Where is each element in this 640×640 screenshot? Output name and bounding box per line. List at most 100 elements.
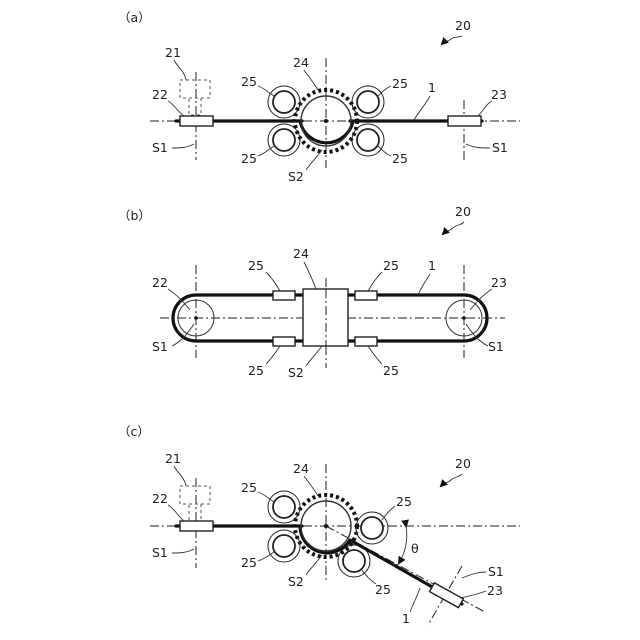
- panel-b-roller-label-tr: 25: [383, 258, 399, 273]
- panel-c: （c） 20 θ 21: [118, 424, 520, 626]
- panel-a-roller-leader-tl: [258, 86, 274, 96]
- panel-a-belt-label: 1: [428, 80, 436, 95]
- panel-b-left-pulley-center: [194, 316, 198, 320]
- panel-c-angle-label: θ: [411, 541, 419, 556]
- panel-b-roller-label-tl: 25: [248, 258, 264, 273]
- panel-a-left-holder-leader: [168, 101, 184, 116]
- panel-a-device-arrow: [442, 36, 462, 44]
- panel-a-roller-top-right: [357, 91, 379, 113]
- panel-a-right-axis-leader: [466, 144, 490, 148]
- panel-a-left-holder-label: 22: [152, 87, 168, 102]
- panel-b-roller-label-bl: 25: [248, 363, 264, 378]
- panel-b-roller-label-br: 25: [383, 363, 399, 378]
- panel-a-left-holder: [180, 116, 213, 126]
- panel-a-drum-leader: [304, 70, 318, 90]
- panel-b-left-axis-label: S1: [152, 339, 168, 354]
- panel-a-roller-bottom-right: [357, 129, 379, 151]
- panel-c-roller-leader-br: [362, 570, 376, 584]
- panel-a-right-holder: [448, 116, 481, 126]
- panel-b-roller-leader-br: [368, 346, 382, 364]
- panel-c-roller-bottom-right: [343, 550, 365, 572]
- panel-a-drum-axis-label: S2: [288, 169, 304, 184]
- panel-c-belt-label: 1: [402, 611, 410, 626]
- panel-c-belt-leader: [410, 588, 420, 612]
- panel-c-belt-wrap: [300, 526, 350, 553]
- panel-c-roller-bottom-left: [273, 535, 295, 557]
- panel-c-left-axis-leader: [172, 549, 194, 553]
- panel-b-drum-leader: [304, 262, 316, 289]
- panel-a-roller-bottom-left: [273, 129, 295, 151]
- panel-c-drum-axis-label: S2: [288, 574, 304, 589]
- panel-c-roller-leader-tr: [382, 506, 395, 520]
- panel-b-roller-leader-tr: [368, 272, 382, 291]
- panel-a-drum-axis-leader: [306, 150, 322, 170]
- panel-c-motor-label: 21: [165, 451, 181, 466]
- panel-b-right-pulley-center: [462, 316, 466, 320]
- panel-a: （a） 20 21 22: [118, 10, 520, 184]
- panel-c-motor: [180, 486, 210, 504]
- panel-c-roller-label-tr: 25: [396, 494, 412, 509]
- panel-c-angle-arc: [399, 526, 407, 563]
- panel-c-right-axis-leader: [462, 572, 486, 578]
- panel-b-roller-leader-tl: [266, 272, 280, 291]
- panel-c-roller-top-right: [361, 517, 383, 539]
- panel-b-roller-bottom-left: [273, 337, 295, 346]
- panel-c-motor-shaft: [189, 504, 201, 521]
- panel-b-belt-label: 1: [428, 258, 436, 273]
- panel-b-belt-leader: [418, 274, 430, 295]
- panel-c-left-holder: [180, 521, 213, 531]
- panel-a-belt-leader: [414, 96, 430, 120]
- panel-c-left-holder-leader: [168, 505, 184, 521]
- panel-a-roller-label-tl: 25: [241, 74, 257, 89]
- panel-c-right-holder-leader: [460, 591, 486, 598]
- panel-a-motor-shaft: [189, 98, 201, 115]
- panel-b-roller-top-left: [273, 291, 295, 300]
- panel-a-motor-leader: [174, 60, 186, 80]
- panel-b-left-holder-label: 22: [152, 275, 168, 290]
- panel-b-device-label: 20: [455, 204, 471, 219]
- panel-c-right-axis-label: S1: [488, 564, 504, 579]
- panel-a-roller-leader-bl: [258, 146, 274, 156]
- panel-a-motor: [180, 80, 210, 98]
- panel-b-drum-label: 24: [293, 246, 309, 261]
- panel-b: （b） 20 24 25 25 25 25 1: [118, 204, 507, 380]
- panel-b-drum-axis-leader: [306, 346, 322, 366]
- panel-a-left-axis-leader: [172, 144, 194, 148]
- panel-b-right-axis-label: S1: [488, 339, 504, 354]
- panel-c-roller-label-bl: 25: [241, 555, 257, 570]
- panel-a-drum-label: 24: [293, 55, 309, 70]
- panel-a-left-axis-label: S1: [152, 140, 168, 155]
- panel-b-device-arrow: [443, 222, 464, 234]
- panel-a-roller-label-tr: 25: [392, 76, 408, 91]
- panel-c-drum-axis-leader: [306, 555, 322, 575]
- panel-b-right-holder-leader: [470, 289, 492, 310]
- panel-b-roller-top-right: [355, 291, 377, 300]
- panel-a-motor-label: 21: [165, 45, 181, 60]
- panel-c-label: （c）: [118, 424, 150, 439]
- panel-b-left-holder-leader: [168, 289, 190, 310]
- panel-b-label: （b）: [118, 208, 151, 223]
- panel-a-device-label: 20: [455, 18, 471, 33]
- panel-c-motor-leader: [174, 466, 186, 486]
- panel-a-right-holder-label: 23: [491, 87, 507, 102]
- panel-a-roller-label-bl: 25: [241, 151, 257, 166]
- panel-c-roller-top-left: [273, 496, 295, 518]
- panel-a-drum-center: [324, 119, 328, 123]
- panel-c-right-holder-label: 23: [487, 583, 503, 598]
- panel-b-roller-leader-bl: [266, 346, 280, 364]
- panel-a-label: （a）: [118, 10, 151, 25]
- panel-a-right-axis-label: S1: [492, 140, 508, 155]
- panel-c-drum-leader: [304, 476, 318, 496]
- panel-c-drum-center: [324, 524, 328, 528]
- panel-a-roller-top-left: [273, 91, 295, 113]
- panel-a-right-holder-leader: [478, 101, 492, 116]
- panel-c-device-label: 20: [455, 456, 471, 471]
- panel-c-device-arrow: [441, 474, 462, 486]
- panel-c-roller-label-br: 25: [375, 582, 391, 597]
- panel-b-roller-bottom-right: [355, 337, 377, 346]
- panel-a-roller-label-br: 25: [392, 151, 408, 166]
- panel-b-right-holder-label: 23: [491, 275, 507, 290]
- panel-c-right-holder: [430, 583, 464, 608]
- panel-c-roller-label-tl: 25: [241, 480, 257, 495]
